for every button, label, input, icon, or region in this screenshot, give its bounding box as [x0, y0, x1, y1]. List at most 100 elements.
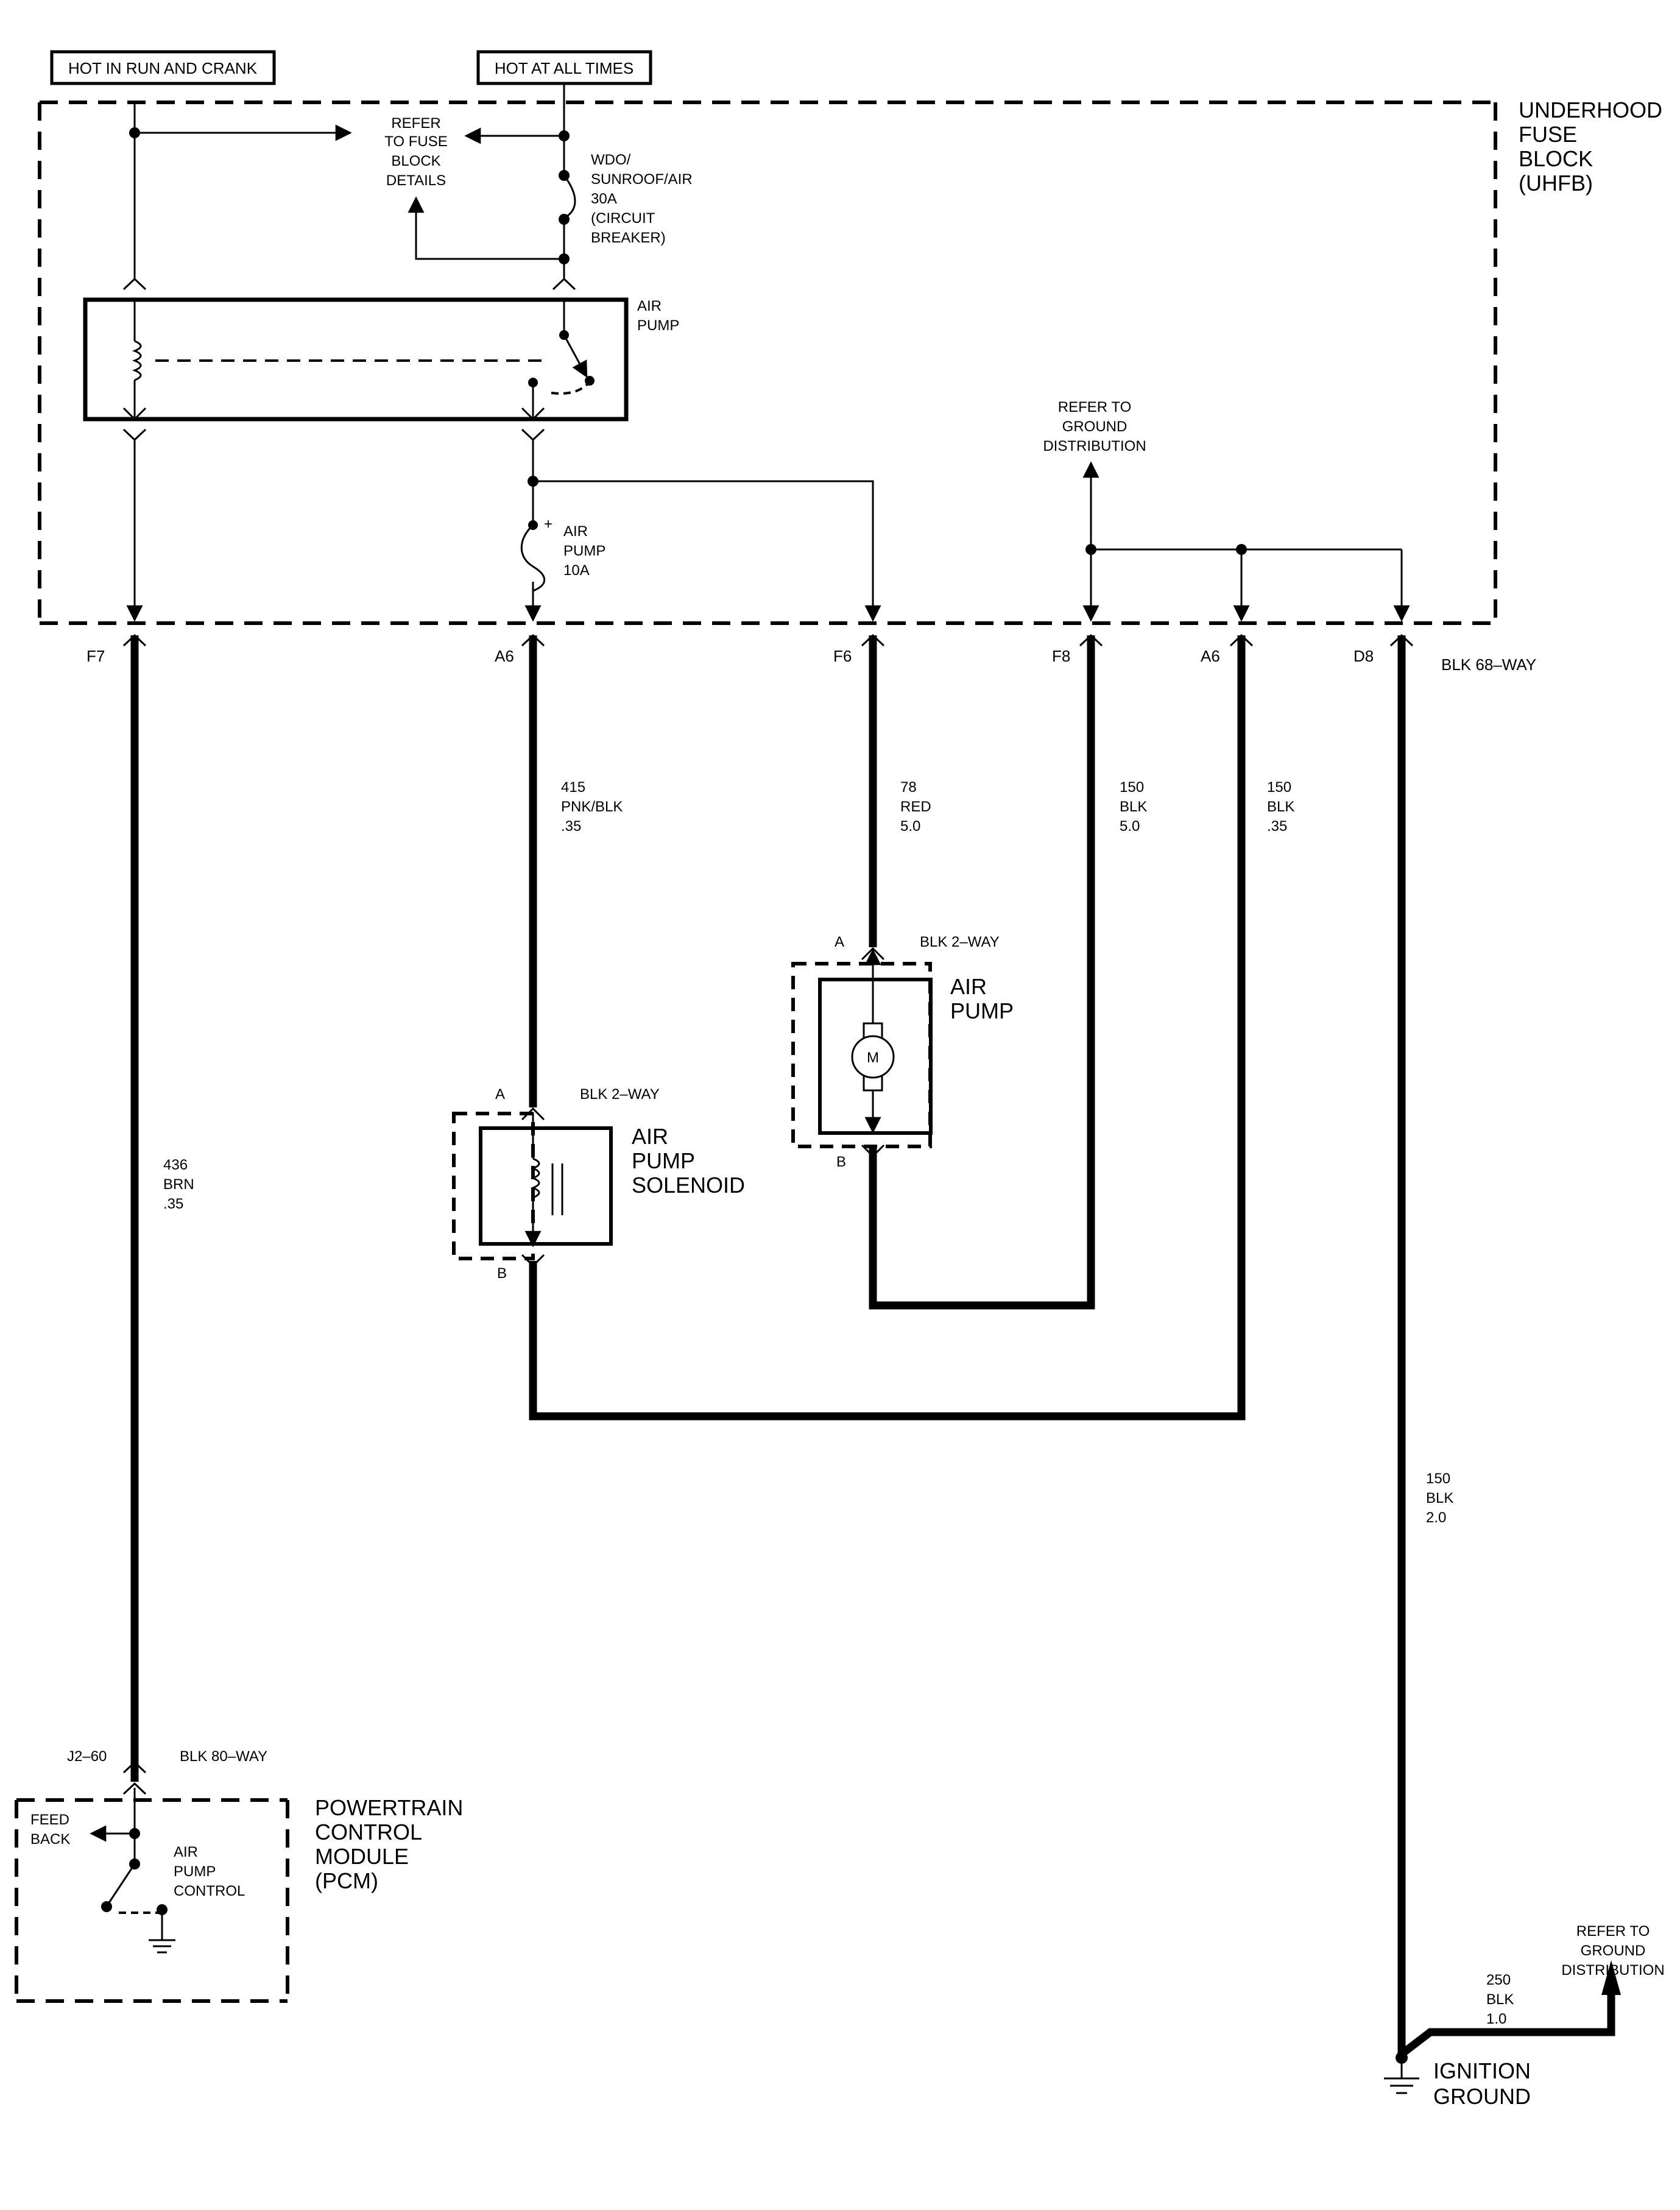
- wire-label-150-35: 150 BLK .35: [1267, 779, 1294, 835]
- relay-connector-chevron: [122, 277, 147, 291]
- relay-connector-chevron: [552, 277, 576, 291]
- solenoid-pin-b: B: [497, 1265, 507, 1282]
- wire-label-line: PNK/BLK: [561, 799, 623, 815]
- uhfb-title-line: UNDERHOOD: [1519, 97, 1662, 122]
- fuse-label: AIR PUMP 10A: [563, 523, 605, 579]
- wire-label-line: 1.0: [1486, 2011, 1506, 2027]
- refer-fuse-label: REFER TO FUSE BLOCK DETAILS: [384, 115, 448, 189]
- solenoid-title-line: AIR: [632, 1124, 668, 1149]
- relay-switch-icon: [563, 334, 588, 378]
- relay-to-f6-wire: [533, 480, 881, 622]
- pin-label: F7: [86, 647, 105, 665]
- wire-label-line: 415: [561, 779, 585, 796]
- refer-fuse-line: BLOCK: [391, 153, 440, 169]
- uhfb-pins: F7 A6 F6 F8 A6 D8 BLK 68–WAY: [86, 647, 1536, 674]
- ignition-ground: IGNITION GROUND REFER TO GROUND DISTRIBU…: [1384, 1923, 1665, 2109]
- wire-label-line: 2.0: [1426, 1509, 1446, 1526]
- relay-connector-chevron: [122, 428, 147, 442]
- fuse-label-line: PUMP: [563, 543, 605, 559]
- pcm-connector-label: BLK 80–WAY: [180, 1748, 267, 1765]
- wire-label-78: 78 RED 5.0: [900, 779, 931, 835]
- pin-label: D8: [1354, 647, 1374, 665]
- solenoid-title-line: PUMP: [632, 1148, 695, 1173]
- motor-pin-a: A: [835, 934, 844, 950]
- relay-connector-chevron: [122, 407, 147, 421]
- pcm-feedback-line: FEED: [30, 1812, 69, 1828]
- breaker-label-line: BREAKER): [591, 230, 666, 246]
- pcm-feedback-line: BACK: [30, 1831, 70, 1848]
- uhfb-title-line: (UHFB): [1519, 171, 1593, 196]
- refer-fuse-arrow-up: [408, 196, 564, 260]
- wire-label-line: BRN: [163, 1176, 194, 1193]
- wire-label-line: 150: [1426, 1470, 1450, 1487]
- motor-title-line: PUMP: [950, 998, 1014, 1023]
- uhfb-title-line: BLOCK: [1519, 146, 1593, 171]
- wire-label-line: BLK: [1486, 1991, 1514, 2008]
- solenoid-connector-chevron: [521, 1107, 545, 1121]
- fuse-air-pump-icon: [520, 524, 546, 592]
- refer-ground-line: GROUND: [1062, 418, 1128, 435]
- uhfb-title-line: FUSE: [1519, 122, 1577, 147]
- wire-150-blk-2-0: [1397, 635, 1615, 2063]
- breaker-label-line: 30A: [591, 191, 617, 207]
- motor-title-line: AIR: [950, 974, 987, 999]
- motor-connector-chevron: [861, 1144, 885, 1158]
- wire-label-line: 150: [1267, 779, 1291, 796]
- motor-pin-b: B: [836, 1154, 846, 1170]
- breaker-label-line: WDO/: [591, 152, 631, 168]
- wire-label-line: RED: [900, 799, 931, 815]
- fuse-label-line: 10A: [563, 562, 590, 579]
- refer-ground-label: REFER TO GROUND DISTRIBUTION: [1043, 399, 1146, 454]
- pcm-connector-chevron: [122, 1782, 147, 1795]
- pcm-title-line: (PCM): [315, 1868, 378, 1893]
- wire-label-150-5-0: 150 BLK 5.0: [1120, 779, 1147, 835]
- wire-label-line: BLK: [1267, 799, 1294, 815]
- pcm-pin-label: J2–60: [67, 1748, 107, 1765]
- relay-coil-icon: [132, 340, 142, 381]
- ground-refer-line: REFER TO: [1576, 1923, 1650, 1940]
- breaker-label-line: (CIRCUIT: [591, 210, 655, 227]
- wire-label-line: 150: [1120, 779, 1144, 796]
- refer-fuse-line: TO FUSE: [384, 133, 448, 150]
- ground-title-line: GROUND: [1433, 2084, 1531, 2109]
- refer-ground-line: REFER TO: [1058, 399, 1131, 415]
- motor-connector-label: BLK 2–WAY: [920, 934, 1000, 950]
- ground-refer-line: GROUND: [1581, 1943, 1646, 1959]
- solenoid-coil-icon: [530, 1157, 540, 1199]
- wire-150-blk-35: [529, 635, 1246, 1421]
- pcm-title-line: MODULE: [315, 1844, 409, 1869]
- wire-label-415: 415 PNK/BLK .35: [561, 779, 623, 835]
- pcm-connector-chevron: [122, 1760, 147, 1774]
- pcm-control-line: PUMP: [174, 1863, 216, 1880]
- wire-label-250: 250 BLK 1.0: [1486, 1972, 1514, 2027]
- pin-label: A6: [495, 647, 514, 665]
- wire-label-436: 436 BRN .35: [163, 1157, 194, 1212]
- wire-label-line: 5.0: [900, 818, 920, 835]
- uhfb-boundary: [38, 101, 1497, 625]
- ground-refer-line: DISTRIBUTION: [1561, 1962, 1664, 1979]
- relay-connector-chevron: [521, 428, 545, 442]
- wire-label-line: 78: [900, 779, 917, 796]
- refer-fuse-line: DETAILS: [386, 172, 446, 189]
- wire-label-150-2-0: 150 BLK 2.0: [1426, 1470, 1453, 1526]
- ground-refer-arrow-head: [1601, 1960, 1621, 1995]
- source-run-crank: HOT IN RUN AND CRANK: [50, 50, 276, 85]
- pin-label: F6: [833, 647, 852, 665]
- circuit-breaker-symbol: [563, 175, 576, 219]
- fuse-label-line: AIR: [563, 523, 588, 540]
- breaker-label-line: SUNROOF/AIR: [591, 171, 693, 188]
- refer-ground-line: DISTRIBUTION: [1043, 438, 1146, 454]
- pin-label: A6: [1201, 647, 1220, 665]
- wire-label-line: .35: [1267, 818, 1287, 835]
- solenoid-title-line: SOLENOID: [632, 1173, 745, 1198]
- motor-icon: [851, 1035, 895, 1079]
- pin-label: F8: [1052, 647, 1070, 665]
- air-pump-solenoid: A B BLK 2–WAY AIR PUMP SOLENOID: [452, 1086, 745, 1282]
- pcm-control-line: AIR: [174, 1844, 198, 1860]
- breaker-label: WDO/ SUNROOF/AIR 30A (CIRCUIT BREAKER): [591, 152, 693, 246]
- solenoid-connector-label: BLK 2–WAY: [580, 1086, 660, 1103]
- source-all-times: HOT AT ALL TIMES: [476, 50, 652, 85]
- motor-symbol-label: M: [867, 1050, 879, 1066]
- pcm-switch-icon: [107, 1863, 136, 1904]
